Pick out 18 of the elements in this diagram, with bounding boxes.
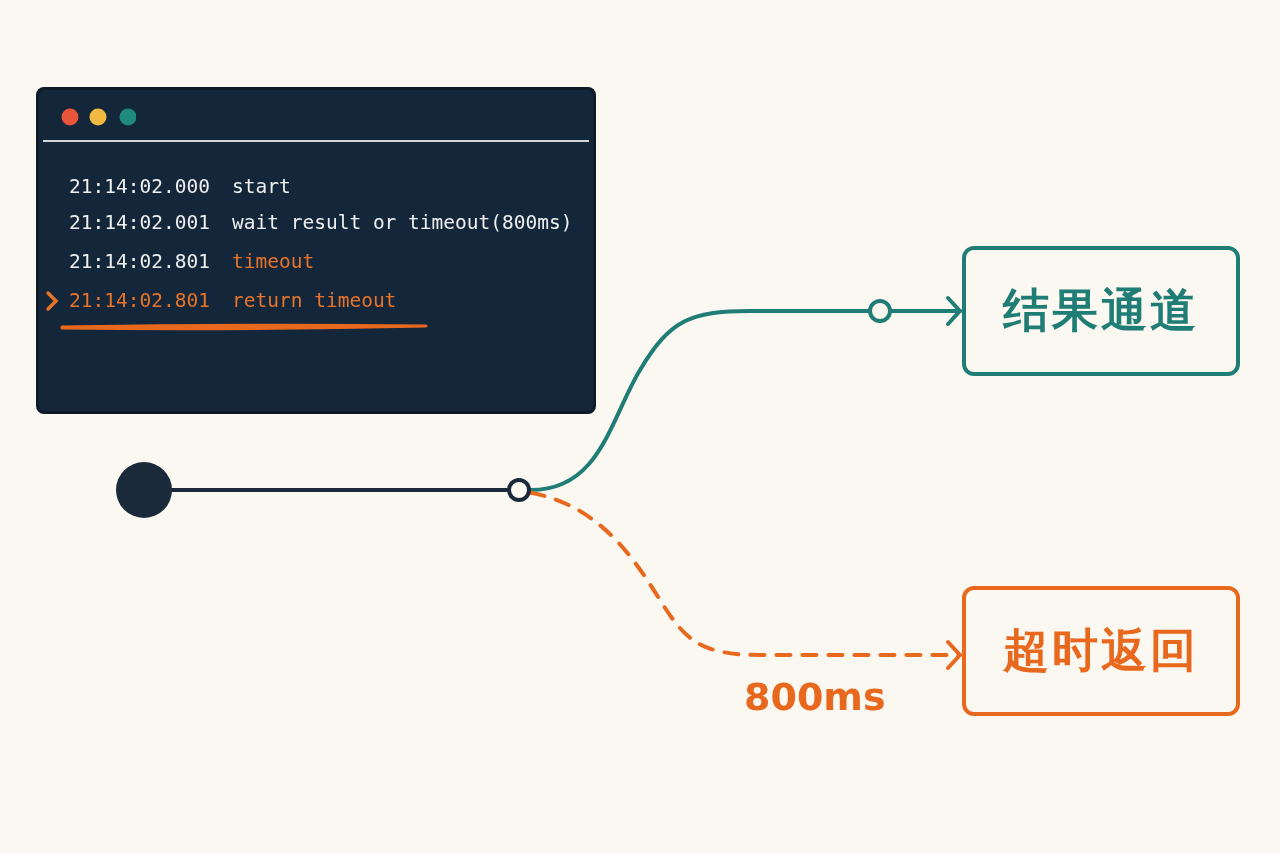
result-box: 超时返回	[962, 586, 1240, 716]
log-message: timeout	[232, 250, 315, 274]
timestamp: 21:14:02.001	[69, 211, 210, 235]
node-circle	[115, 461, 173, 519]
connector-line	[529, 309, 870, 492]
connector-line	[170, 488, 509, 492]
dashed-arrow	[528, 490, 962, 670]
arrow	[890, 296, 962, 326]
log-message: return timeout	[232, 289, 397, 313]
timestamp: 21:14:02.801	[69, 250, 210, 274]
node-circle	[867, 298, 893, 324]
timestamp: 21:14:02.000	[69, 175, 210, 199]
log-message: start	[232, 175, 291, 199]
terminal-window	[36, 87, 596, 414]
node-circle	[506, 477, 532, 503]
log-message: wait result or timeout(800ms)	[232, 211, 573, 235]
result-box: 结果通道	[962, 246, 1240, 376]
timestamp: 21:14:02.801	[69, 289, 210, 313]
